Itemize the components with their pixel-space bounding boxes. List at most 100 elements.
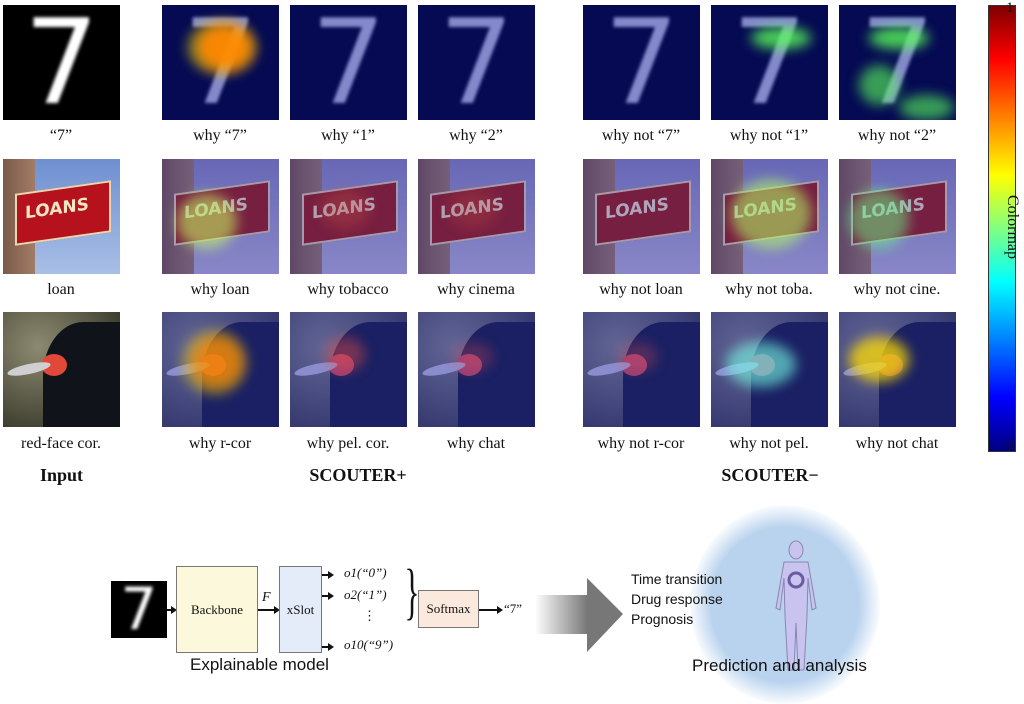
arrow: [167, 606, 177, 614]
heatmap-blob: [726, 342, 796, 387]
heatmap-caption: why not “1”: [729, 127, 809, 144]
heatmap-blob: [731, 179, 811, 249]
heatmap-image: LOANS: [290, 159, 407, 274]
applications-list: Time transition Drug response Prognosis: [631, 569, 723, 629]
input-image: 7: [3, 5, 120, 120]
group-label-scouter-minus: SCOUTER−: [721, 465, 819, 485]
bird-face: [41, 354, 67, 376]
input-digit-image: 7: [111, 581, 167, 638]
output-slot-0: o1(“0”): [344, 565, 387, 580]
heatmap-image: 7: [583, 5, 700, 120]
model-caption: Explainable model: [190, 655, 329, 674]
input-caption: “7”: [49, 127, 73, 144]
heatmap-image: 7: [162, 5, 279, 120]
heatmap-image: LOANS: [418, 159, 535, 274]
heatmap-caption: why “7”: [193, 127, 247, 144]
sign-text: LOANS: [605, 194, 669, 224]
heatmap-image: LOANS: [711, 159, 828, 274]
heatmap-image: LOANS: [162, 159, 279, 274]
heatmap-caption: why not toba.: [725, 281, 813, 298]
backbone-box: Backbone: [176, 566, 258, 653]
heatmap-caption: why not loan: [599, 281, 683, 298]
heatmap-caption: why chat: [446, 435, 506, 452]
heatmap-blob: [177, 194, 237, 249]
heatmap-blob: [899, 95, 954, 120]
arrow: [322, 592, 334, 600]
bird-body: [458, 322, 535, 427]
brace: }: [404, 558, 420, 626]
analysis-caption: Prediction and analysis: [692, 656, 867, 675]
xslot-box: xSlot: [279, 566, 322, 653]
heatmap-caption: why pel. cor.: [306, 435, 390, 452]
heatmap-blob: [859, 65, 899, 105]
heatmap-image: [162, 312, 279, 427]
output-ellipsis: ⋮: [363, 608, 376, 623]
building: [418, 159, 450, 274]
feature-label: F: [262, 590, 271, 605]
heatmap-blob: [187, 20, 257, 75]
heatmap-image: [290, 312, 407, 427]
heatmap-blob: [448, 189, 498, 229]
heatmap-image: [839, 312, 956, 427]
digit-glyph: 7: [310, 5, 387, 120]
heatmap-image: [583, 312, 700, 427]
heatmap-caption: why not r-cor: [597, 435, 685, 452]
heatmap-blob: [849, 189, 909, 249]
heatmap-caption: why “1”: [321, 127, 375, 144]
heatmap-image: LOANS: [839, 159, 956, 274]
colorbar-min: 0: [1006, 438, 1014, 454]
colorbar-label: Colormap: [1004, 195, 1021, 259]
bird-body: [623, 322, 700, 427]
input-caption: loan: [47, 281, 75, 298]
heatmap-image: 7: [290, 5, 407, 120]
input-caption: red-face cor.: [21, 435, 101, 452]
heatmap-blob: [182, 330, 247, 395]
heatmap-image: LOANS: [583, 159, 700, 274]
input-image: [3, 312, 120, 427]
arrow: [479, 606, 503, 614]
flow-arrow: [535, 578, 623, 652]
input-image: LOANS: [3, 159, 120, 274]
arrow: [258, 606, 280, 614]
digit-glyph: 7: [438, 5, 515, 120]
arrow: [322, 643, 334, 651]
heatmap-caption: why loan: [190, 281, 250, 298]
heatmap-blob: [618, 342, 658, 372]
heatmap-image: [711, 312, 828, 427]
heatmap-caption: why r-cor: [188, 435, 252, 452]
building: [583, 159, 615, 274]
application-item: Time transition: [631, 571, 723, 587]
colorbar: [988, 5, 1016, 452]
heatmap-blob: [869, 27, 929, 49]
digit-glyph: 7: [731, 5, 808, 120]
sign: [595, 180, 691, 246]
human-body-icon: [775, 540, 817, 671]
arrow: [322, 571, 334, 579]
application-item: Drug response: [631, 591, 723, 607]
heatmap-blob: [849, 337, 909, 382]
heatmap-caption: why not cine.: [853, 281, 941, 298]
heatmap-blob: [197, 25, 252, 70]
heatmap-image: 7: [418, 5, 535, 120]
heatmap-caption: why “2”: [449, 127, 503, 144]
application-item: Prognosis: [631, 611, 694, 627]
heatmap-caption: why tobacco: [307, 281, 389, 298]
heatmap-image: 7: [839, 5, 956, 120]
digit-glyph: 7: [23, 5, 100, 120]
heatmap-caption: why not “2”: [857, 127, 937, 144]
group-label-scouter-plus: SCOUTER+: [309, 465, 407, 485]
colorbar-max: 1: [1006, 0, 1014, 16]
heatmap-blob: [320, 189, 370, 229]
heatmap-caption: why not chat: [855, 435, 939, 452]
heatmap-blob: [453, 342, 493, 372]
group-label-input: Input: [39, 465, 84, 485]
heatmap-caption: why cinema: [437, 281, 515, 298]
building: [290, 159, 322, 274]
heatmap-blob: [325, 337, 365, 372]
softmax-box: Softmax: [418, 590, 479, 628]
heatmap-image: 7: [711, 5, 828, 120]
heatmap-blob: [192, 337, 242, 387]
digit-glyph: 7: [603, 5, 680, 120]
output-slot-1: o2(“1”): [344, 587, 387, 602]
heatmap-caption: why not “7”: [601, 127, 681, 144]
